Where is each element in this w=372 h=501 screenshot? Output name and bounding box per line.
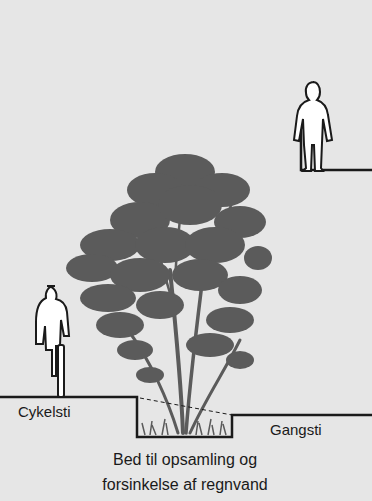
path-label: Cykelsti: [18, 403, 71, 420]
caption: Bed til opsamling og forsinkelse af regn…: [80, 447, 290, 497]
cyclist-figure: [36, 286, 69, 397]
tree-canopy: [66, 154, 272, 383]
slope-line: [140, 398, 232, 415]
bed-plants: [142, 419, 226, 435]
ground-line: [0, 397, 372, 437]
pedestrian-figure: [294, 82, 332, 171]
path-label: Gangsti: [270, 421, 322, 438]
